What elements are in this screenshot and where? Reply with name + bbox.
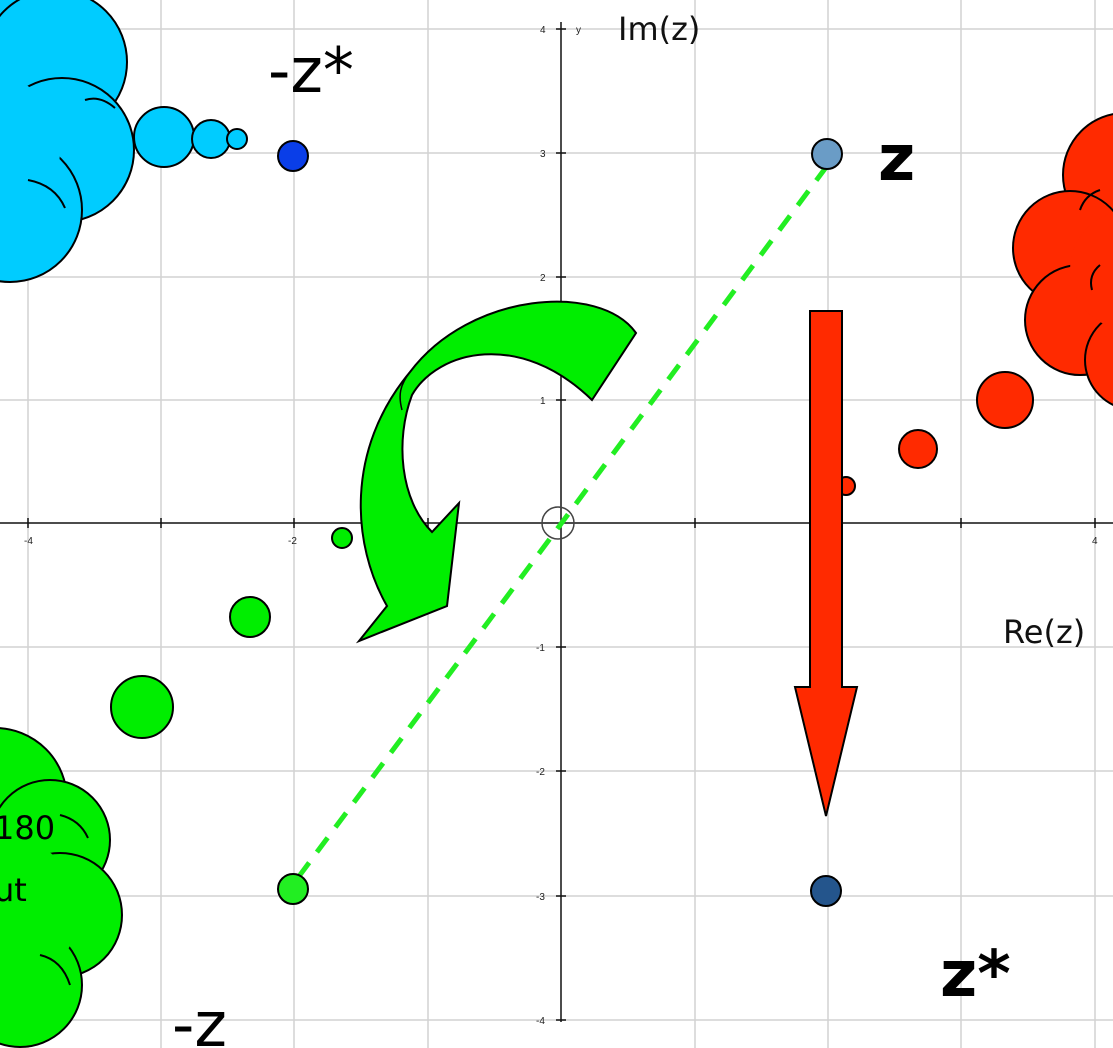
point-neg-z-conj <box>277 140 309 172</box>
red-thought-cloud <box>836 113 1113 496</box>
point-z-conj <box>810 875 842 907</box>
label-z-conj: z* <box>940 938 1011 1012</box>
rotation-arrow-icon <box>355 300 638 644</box>
conjugate-arrow-icon <box>793 310 859 817</box>
y-axis-title: Im(z) <box>618 10 700 48</box>
y-tick-label: 1 <box>540 396 546 407</box>
y-tick-label: -4 <box>536 1016 545 1027</box>
green-cloud-text-line2: ut <box>0 871 27 909</box>
axis-variable-label: y <box>576 25 581 36</box>
axes <box>0 22 1113 1022</box>
green-cloud-text-line1: 180 <box>0 809 55 847</box>
y-tick-label: 2 <box>540 273 546 284</box>
y-tick-label: -2 <box>536 767 545 778</box>
label-z: z <box>878 122 915 196</box>
x-axis-title: Re(z) <box>1003 613 1085 651</box>
dashed-line-z-to-neg-z <box>291 164 830 885</box>
label-neg-z-conj: -z* <box>268 34 354 107</box>
y-tick-label: -3 <box>536 892 545 903</box>
tick-labels: -4 -2 4 4 3 2 1 -1 -2 -3 -4 y <box>24 25 1098 1027</box>
label-neg-z: -z <box>172 988 227 1048</box>
x-tick-label: -4 <box>24 536 33 547</box>
point-z <box>811 138 843 170</box>
y-tick-label: -1 <box>536 643 545 654</box>
point-neg-z <box>277 873 309 905</box>
cyan-thought-cloud <box>0 0 248 283</box>
origin-marker <box>541 506 575 540</box>
green-thought-cloud <box>0 527 353 1048</box>
y-tick-label: 4 <box>540 25 546 36</box>
y-tick-label: 3 <box>540 149 546 160</box>
x-tick-label: -2 <box>288 536 297 547</box>
arrow-fold-line <box>399 371 411 411</box>
x-tick-label: 4 <box>1092 536 1098 547</box>
